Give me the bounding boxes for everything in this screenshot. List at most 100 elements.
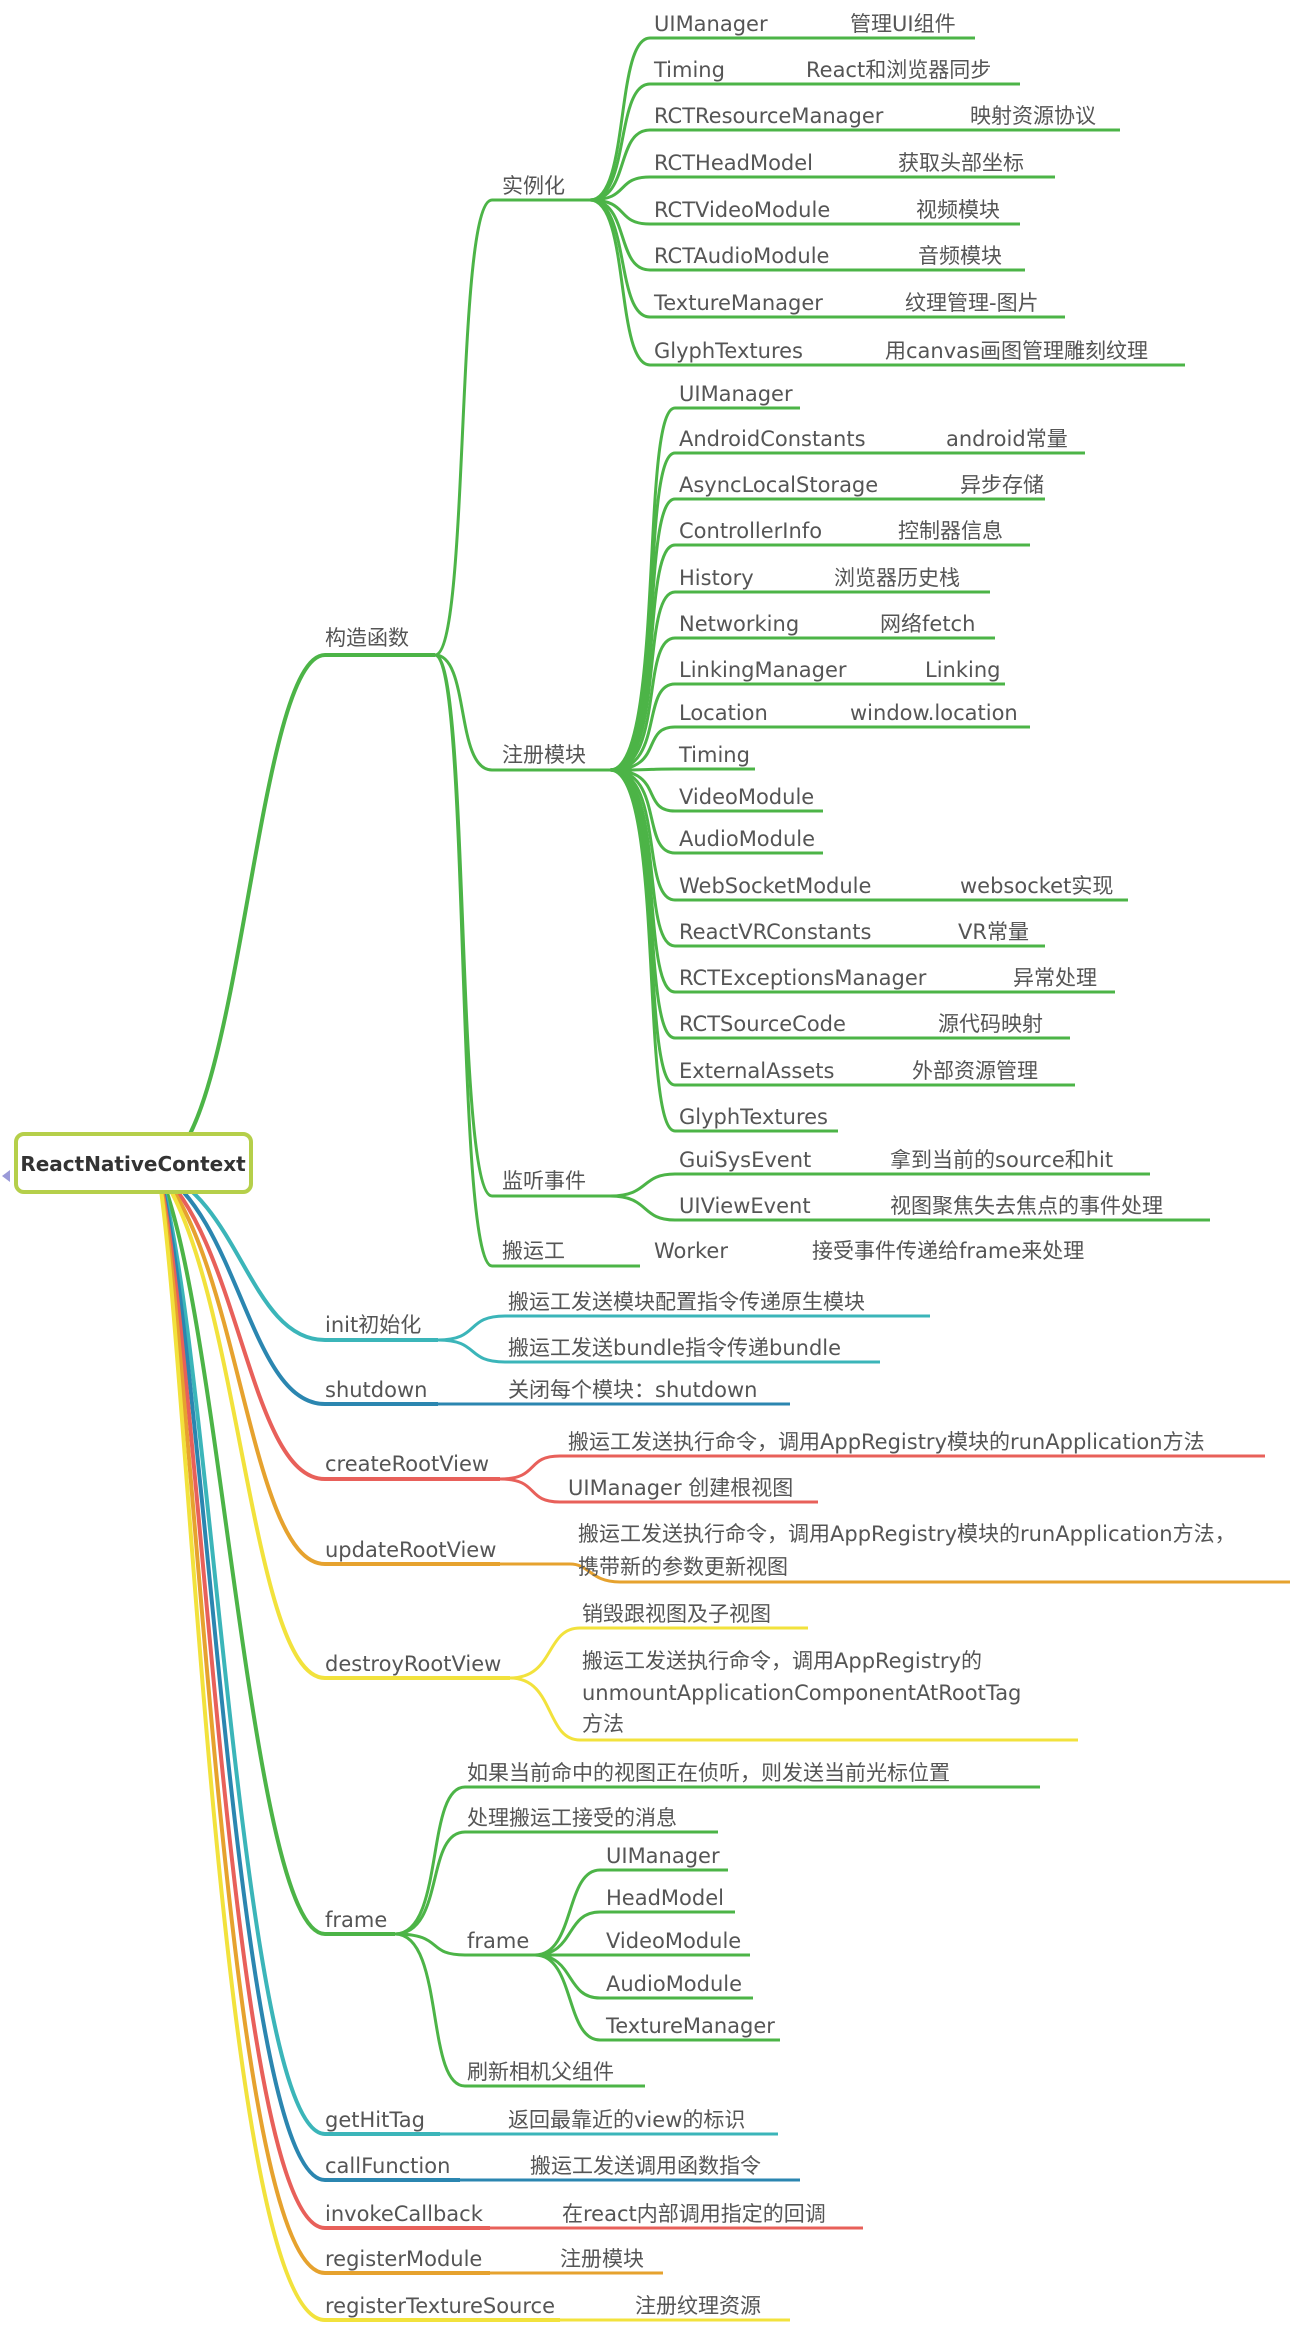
instantiate-item-desc: 视频模块 [916,198,1000,222]
listen-item-desc: 拿到当前的source和hit [890,1148,1113,1172]
porter-worker[interactable]: Worker [654,1239,728,1263]
node-destroyrootview[interactable]: destroyRootView [325,1652,501,1676]
node-registertexturesource[interactable]: registerTextureSource [325,2294,555,2318]
instantiate-item-desc: 纹理管理-图片 [905,291,1039,315]
register-item[interactable]: Networking [679,612,799,636]
node-instantiate[interactable]: 实例化 [502,174,565,198]
updaterootview-line: 搬运工发送执行命令，调用AppRegistry模块的runApplication… [578,1522,1236,1546]
listen-item[interactable]: GuiSysEvent [679,1148,811,1172]
node-constructor[interactable]: 构造函数 [325,626,409,650]
node-shutdown[interactable]: shutdown [325,1378,427,1402]
node-register-modules[interactable]: 注册模块 [502,743,586,767]
frame-sub-item[interactable]: HeadModel [606,1886,724,1910]
branch-registertexturesource [156,1169,560,2322]
instantiate-item-desc: 管理UI组件 [850,12,956,36]
register-item[interactable]: UIManager [679,382,793,406]
instantiate-item[interactable]: TextureManager [653,291,823,315]
branch-callfunction [156,1169,460,2182]
instantiate-item[interactable]: RCTVideoModule [654,198,830,222]
branch-frame [156,1169,395,1936]
register-item[interactable]: VideoModule [679,785,814,809]
register-item-desc: 控制器信息 [898,519,1003,543]
instantiate-item-desc: 获取头部坐标 [898,151,1024,175]
instantiate-item-desc: 映射资源协议 [970,104,1096,128]
branch-shutdown [156,1168,438,1406]
register-item-desc: android常量 [946,427,1068,451]
invokecallback-desc: 在react内部调用指定的回调 [562,2202,826,2226]
node-callfunction[interactable]: callFunction [325,2154,450,2178]
createrootview-item: 搬运工发送执行命令，调用AppRegistry模块的runApplication… [568,1430,1205,1454]
init-subtree [437,1314,930,1364]
init-item: 搬运工发送bundle指令传递bundle [508,1336,841,1360]
branch-destroyrootview [156,1168,510,1680]
branch-createrootview [156,1168,500,1481]
register-item-desc: websocket实现 [960,874,1113,898]
instantiate-item[interactable]: Timing [653,58,725,82]
register-item[interactable]: AudioModule [679,827,815,851]
constructor-subtree [434,36,1210,1268]
instantiate-item-desc: React和浏览器同步 [806,58,991,82]
method-labels: init初始化 搬运工发送模块配置指令传递原生模块 搬运工发送bundle指令传… [325,1290,1236,2318]
node-gethittag[interactable]: getHitTag [325,2108,425,2132]
destroyrootview-line: unmountApplicationComponentAtRootTag [582,1681,1021,1705]
register-item[interactable]: LinkingManager [679,658,847,682]
destroyrootview-line: 搬运工发送执行命令，调用AppRegistry的 [582,1649,982,1673]
register-item[interactable]: ExternalAssets [679,1059,834,1083]
branch-invokecallback [156,1169,490,2230]
instantiate-item[interactable]: RCTHeadModel [654,151,813,175]
updaterootview-line: 携带新的参数更新视图 [578,1555,788,1579]
register-item[interactable]: WebSocketModule [679,874,871,898]
register-item[interactable]: History [679,566,754,590]
node-createrootview[interactable]: createRootView [325,1452,489,1476]
instantiate-item[interactable]: GlyphTextures [654,339,803,363]
register-item-desc: 异步存储 [960,473,1044,497]
frame-sub-item[interactable]: TextureManager [605,2014,775,2038]
register-item[interactable]: RCTSourceCode [679,1012,846,1036]
frame-sub-item[interactable]: AudioModule [606,1972,742,1996]
instantiate-item[interactable]: RCTAudioModule [654,244,829,268]
leaf-lines [440,2132,863,2322]
registertexturesource-desc: 注册纹理资源 [635,2294,761,2318]
frame-subtree [394,1785,1040,2088]
register-item[interactable]: Timing [678,743,750,767]
instantiate-item[interactable]: UIManager [654,12,768,36]
frame-sub-item[interactable]: VideoModule [606,1929,741,1953]
frame-sub-item[interactable]: UIManager [606,1844,720,1868]
node-frame[interactable]: frame [325,1908,387,1932]
branch-gethittag [156,1169,440,2136]
branch-registermodule [156,1169,490,2275]
register-item[interactable]: AsyncLocalStorage [679,473,878,497]
listen-item-desc: 视图聚焦失去焦点的事件处理 [890,1194,1163,1218]
instantiate-item-desc: 用canvas画图管理雕刻纹理 [885,339,1148,363]
register-item[interactable]: ReactVRConstants [679,920,871,944]
register-item[interactable]: Location [679,701,768,725]
collapse-arrow-icon[interactable] [2,1170,10,1182]
register-item[interactable]: AndroidConstants [679,427,866,451]
node-registermodule[interactable]: registerModule [325,2247,482,2271]
register-item[interactable]: GlyphTextures [679,1105,828,1129]
register-item-desc: 浏览器历史栈 [834,566,960,590]
createrootview-subtree [499,1454,1265,1504]
register-item[interactable]: ControllerInfo [679,519,822,543]
listen-item[interactable]: UIViewEvent [679,1194,811,1218]
root-node[interactable] [14,1132,253,1194]
register-item-desc: 异常处理 [1013,966,1097,990]
register-item-desc: 外部资源管理 [912,1059,1038,1083]
destroyrootview-line: 方法 [582,1712,624,1736]
init-item: 搬运工发送模块配置指令传递原生模块 [508,1290,865,1314]
node-invokecallback[interactable]: invokeCallback [325,2202,484,2226]
porter-worker-desc: 接受事件传递给frame来处理 [812,1239,1084,1263]
main-branches [156,653,560,2322]
node-init[interactable]: init初始化 [325,1313,421,1337]
frame-item: 处理搬运工接受的消息 [467,1806,677,1830]
node-listen-events[interactable]: 监听事件 [502,1169,586,1193]
node-porter[interactable]: 搬运工 [502,1239,565,1263]
node-updaterootview[interactable]: updateRootView [325,1538,496,1562]
instantiate-item[interactable]: RCTResourceManager [654,104,884,128]
root-label: ReactNativeContext [20,1152,246,1176]
register-item[interactable]: RCTExceptionsManager [679,966,927,990]
register-item-desc: Linking [925,658,1000,682]
node-frame-sub[interactable]: frame [467,1929,529,1953]
instantiate-item-desc: 音频模块 [918,244,1002,268]
